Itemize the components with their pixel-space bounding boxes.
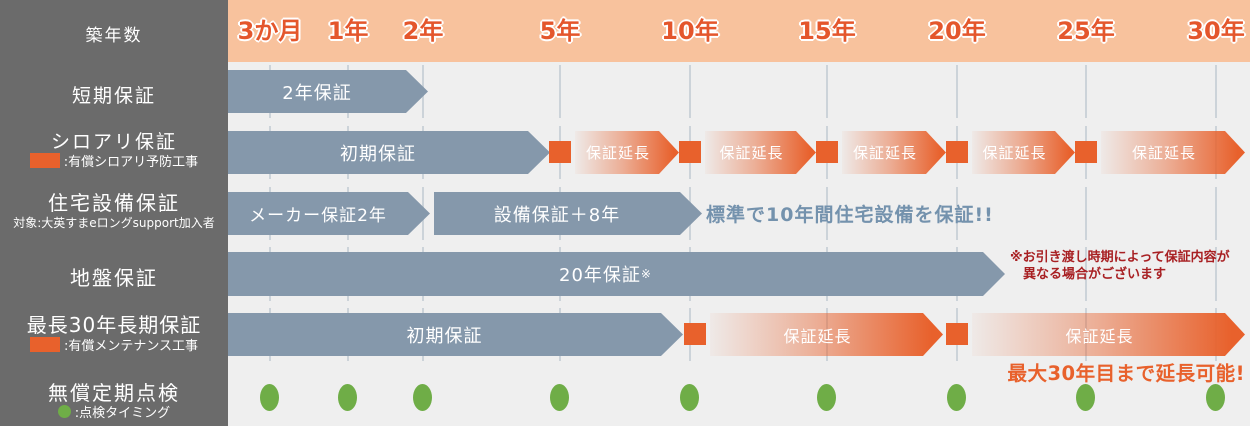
axis-tick-5y: 5年 <box>539 17 581 45</box>
long-term-extension-arrow: 保証延長 <box>710 313 943 356</box>
green-dot-swatch-icon <box>57 405 71 418</box>
axis-tick-25y: 25年 <box>1057 17 1115 45</box>
maker-warranty-bar: メーカー保証2年 <box>228 192 430 235</box>
paid-work-square-icon <box>549 141 571 163</box>
long-term-row: 初期保証 保証延長 保証延長 <box>228 308 1250 361</box>
inspection-dot <box>1206 384 1225 411</box>
inspection-dot <box>817 384 836 411</box>
orange-square-swatch-icon <box>29 337 60 352</box>
equipment-note: 標準で10年間住宅設備を保証!! <box>706 204 994 226</box>
paid-work-square-icon <box>684 323 706 345</box>
inspection-legend-text: :点検タイミング <box>74 406 171 421</box>
inspection-dot <box>550 384 569 411</box>
row-label-inspection: 無償定期点検 <box>48 381 180 405</box>
long-term-note: 最大30年目まで延長可能! <box>1007 362 1245 385</box>
termite-legend: :有償シロアリ予防工事 <box>0 151 228 170</box>
inspection-dot <box>260 384 279 411</box>
axis-tick-1y: 1年 <box>327 17 369 45</box>
axis-tick-15y: 15年 <box>798 17 856 45</box>
inspection-legend: :点検タイミング <box>0 402 228 421</box>
axis-tick-30y: 30年 <box>1187 17 1245 45</box>
row-label-equipment: 住宅設備保証 <box>48 191 180 215</box>
paid-work-square-icon <box>946 323 968 345</box>
row-label-sidebar: 築年数 短期保証 シロアリ保証 :有償シロアリ予防工事 住宅設備保証 対象:大英… <box>0 0 228 426</box>
axis-title: 築年数 <box>85 26 143 46</box>
termite-extension-arrow: 保証延長 <box>842 131 946 174</box>
row-label-long-term: 最長30年長期保証 <box>26 313 202 337</box>
inspection-dot <box>413 384 432 411</box>
ground-note: ※お引き渡し時期によって保証内容が 異なる場合がございます <box>1010 250 1230 282</box>
termite-extension-arrow: 保証延長 <box>1101 131 1245 174</box>
short-term-bar: 2年保証 <box>228 70 428 113</box>
ground-row: 20年保証※ ※お引き渡し時期によって保証内容が 異なる場合がございます <box>228 247 1250 301</box>
axis-tick-3months: 3か月 <box>237 17 303 45</box>
inspection-dot <box>680 384 699 411</box>
equipment-sublabel: 対象:大英すまeロングsupport加入者 <box>13 216 215 230</box>
row-label-ground: 地盤保証 <box>70 266 158 290</box>
inspection-dot <box>947 384 966 411</box>
paid-work-square-icon <box>679 141 701 163</box>
ground-warranty-bar: 20年保証※ <box>228 252 1005 296</box>
inspection-dot <box>1076 384 1095 411</box>
row-label-short-term: 短期保証 <box>71 85 156 107</box>
paid-work-square-icon <box>1075 141 1097 163</box>
orange-square-swatch-icon <box>29 153 60 168</box>
termite-initial-bar: 初期保証 <box>228 131 550 174</box>
year-axis-header: 3か月 1年 2年 5年 10年 15年 20年 25年 30年 <box>228 0 1250 62</box>
equipment-warranty-bar: 設備保証＋8年 <box>434 192 702 235</box>
termite-extension-arrow: 保証延長 <box>575 131 679 174</box>
long-term-legend: :有償メンテナンス工事 <box>0 335 228 354</box>
short-term-row: 2年保証 <box>228 65 1250 118</box>
inspection-dot <box>338 384 357 411</box>
termite-legend-text: :有償シロアリ予防工事 <box>63 155 199 170</box>
termite-extension-arrow: 保証延長 <box>972 131 1075 174</box>
termite-row: 初期保証 保証延長 保証延長 保証延長 保証延長 保証延長 <box>228 126 1250 179</box>
termite-extension-arrow: 保証延長 <box>705 131 816 174</box>
axis-tick-20y: 20年 <box>928 17 986 45</box>
long-term-initial-bar: 初期保証 <box>228 313 683 356</box>
paid-work-square-icon <box>946 141 968 163</box>
axis-tick-10y: 10年 <box>661 17 719 45</box>
equipment-row: メーカー保証2年 設備保証＋8年 標準で10年間住宅設備を保証!! <box>228 187 1250 240</box>
axis-tick-2y: 2年 <box>402 17 444 45</box>
paid-work-square-icon <box>816 141 838 163</box>
timeline-chart-area: 3か月 1年 2年 5年 10年 15年 20年 25年 30年 2年保証 初期… <box>228 0 1250 426</box>
long-term-legend-text: :有償メンテナンス工事 <box>63 339 199 354</box>
long-term-extension-arrow: 保証延長 <box>972 313 1245 356</box>
asterisk-mark: ※ <box>640 267 652 281</box>
row-label-termite: シロアリ保証 <box>50 131 177 153</box>
